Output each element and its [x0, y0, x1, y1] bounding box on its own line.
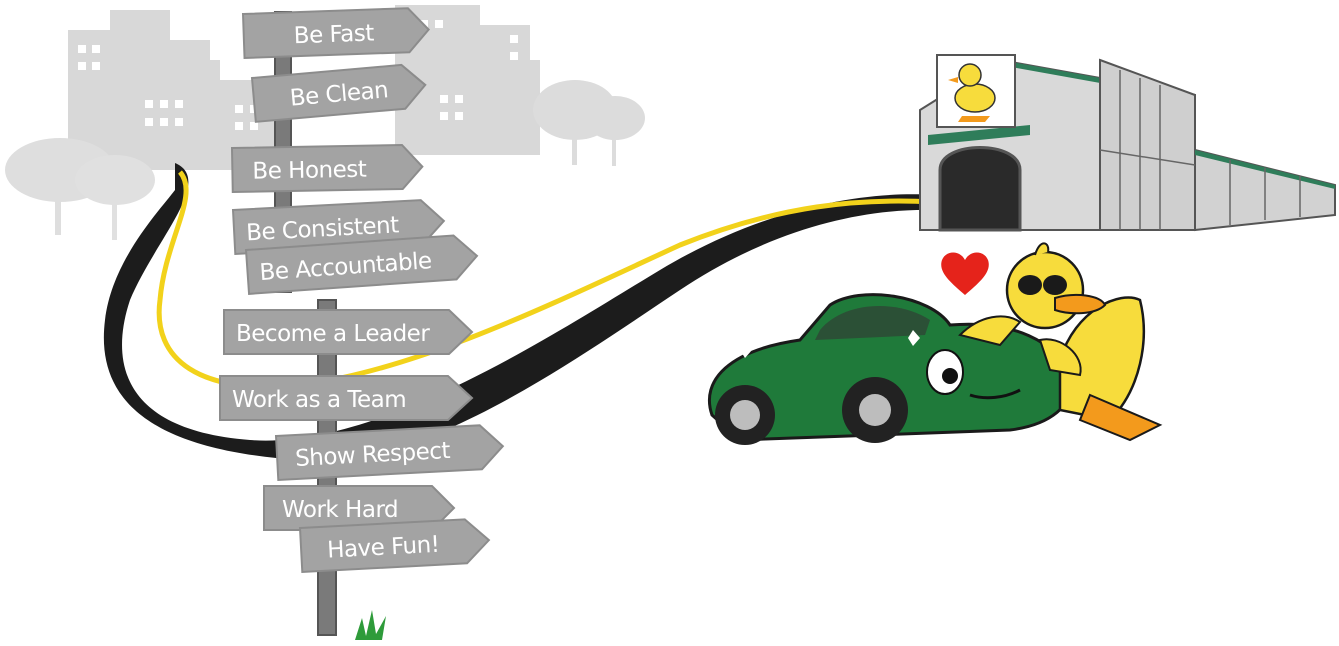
sign-5: Become a Leader — [223, 309, 474, 355]
sign-label-2: Be Honest — [252, 157, 367, 185]
sign-7: Show Respect — [274, 424, 505, 481]
sign-label-8: Work Hard — [282, 497, 398, 523]
duck-mascot — [958, 242, 1163, 442]
green-car — [707, 293, 1073, 445]
sign-label-0: Be Fast — [293, 20, 374, 49]
heart-icon — [941, 252, 989, 295]
road — [103, 163, 935, 461]
sign-label-6: Work as a Team — [232, 387, 406, 413]
sign-6: Work as a Team — [219, 375, 474, 421]
car-wash-building — [919, 54, 1336, 232]
sign-label-5: Become a Leader — [236, 321, 430, 347]
sign-4: Be Accountable — [244, 234, 479, 295]
sign-label-9: Have Fun! — [327, 532, 441, 564]
sign-group: Be Fast Be Clean Be Honest Be Consistent… — [219, 7, 505, 573]
sign-1: Be Clean — [250, 63, 427, 123]
sign-0: Be Fast — [241, 7, 431, 60]
grass-tuft — [355, 610, 386, 640]
sign-8: Work Hard — [263, 485, 456, 531]
sign-9: Have Fun! — [298, 518, 491, 573]
sign-2: Be Honest — [230, 144, 424, 194]
duck-logo — [936, 54, 1016, 128]
